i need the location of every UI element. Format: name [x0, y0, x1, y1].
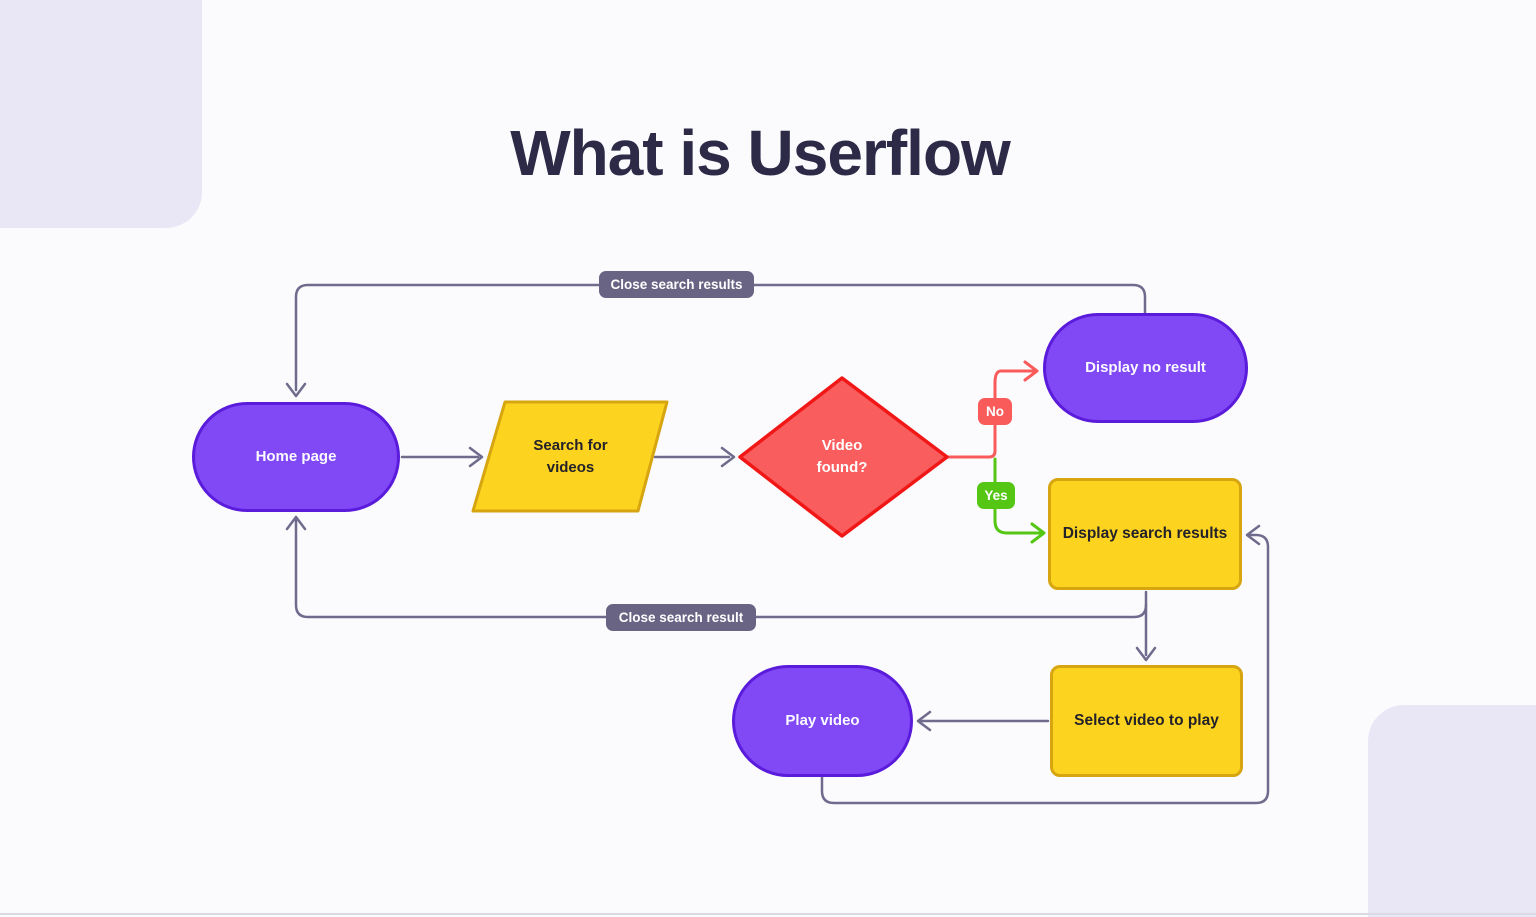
node-play-video: Play video	[732, 665, 913, 777]
edge-yes-branch	[993, 457, 1042, 535]
arrowhead-no-branch	[1023, 360, 1039, 382]
edge-close-search-results	[294, 283, 1147, 392]
node-video-found-shape	[738, 376, 949, 538]
node-display-no-result-label: Display no result	[1085, 359, 1206, 377]
arrowhead-into-results-right	[1245, 524, 1261, 546]
edge-close-search-result	[294, 518, 1148, 619]
arrowhead-into-home-top	[285, 382, 307, 398]
node-select-video-to-play-label: Select video to play	[1074, 711, 1219, 729]
node-display-search-results-label: Display search results	[1062, 524, 1228, 542]
node-search-for-videos-shape	[471, 400, 669, 513]
arrowhead-into-select-video	[1135, 646, 1157, 662]
decor-bottom-right	[1368, 705, 1536, 917]
edge-play-to-results-loop	[820, 533, 1270, 805]
page-title: What is Userflow	[510, 117, 1011, 189]
node-play-video-label: Play video	[785, 712, 860, 730]
edge-label-yes: Yes	[977, 482, 1015, 509]
node-display-no-result: Display no result	[1043, 313, 1248, 423]
edge-label-no: No	[978, 398, 1012, 425]
arrowhead-home-to-search	[468, 446, 484, 468]
edge-label-close-search-result: Close search result	[606, 604, 756, 631]
node-display-search-results: Display search results	[1048, 478, 1242, 590]
node-home-page-label: Home page	[255, 448, 337, 466]
arrowhead-yes-branch	[1030, 522, 1046, 544]
decor-top-left	[0, 0, 202, 228]
page-bottom-edge	[0, 913, 1536, 915]
node-select-video-to-play: Select video to play	[1050, 665, 1243, 777]
node-home-page: Home page	[192, 402, 400, 512]
edge-label-close-search-results: Close search results	[599, 271, 754, 298]
arrowhead-into-play-video	[916, 710, 932, 732]
arrowhead-search-to-diamond	[720, 446, 736, 468]
arrowhead-into-home-bottom	[285, 515, 307, 531]
